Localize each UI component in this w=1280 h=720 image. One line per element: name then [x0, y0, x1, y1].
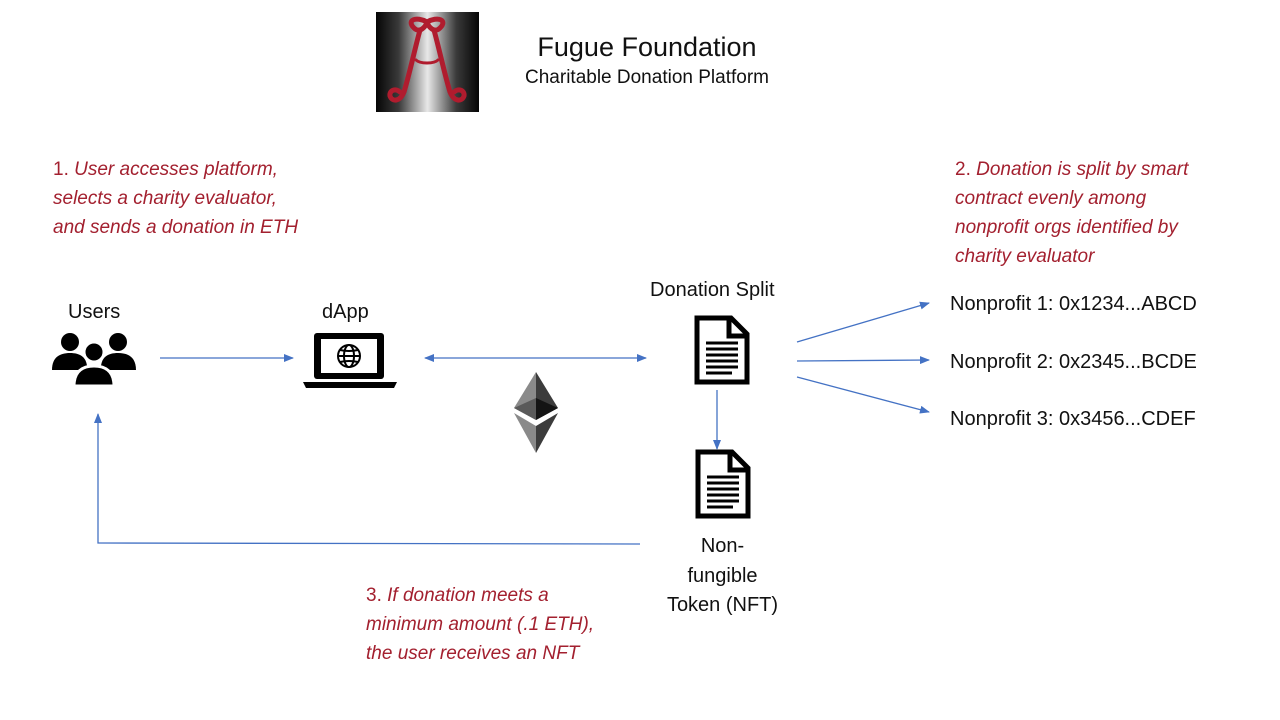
- step-2-line: nonprofit orgs identified by: [955, 217, 1178, 238]
- step-3-annotation: 3. If donation meets a minimum amount (.…: [366, 581, 656, 668]
- dapp-label: dApp: [322, 301, 369, 323]
- step-3-number: 3.: [366, 585, 382, 606]
- ethereum-icon: [514, 372, 558, 453]
- step-2-line: Donation is split by smart: [976, 159, 1189, 180]
- step-3-line: If donation meets a: [387, 585, 549, 606]
- step-1-line: and sends a donation in ETH: [53, 217, 299, 238]
- fugue-logo-icon: [387, 16, 467, 103]
- users-group-icon: [52, 333, 136, 388]
- nft-label-line: Token (NFT): [666, 594, 779, 616]
- arrow-nft-to-users: [94, 413, 641, 545]
- nft-label: Non- fungible Token (NFT): [660, 532, 785, 621]
- step-2-number: 2.: [955, 159, 971, 180]
- document-icon: [694, 315, 750, 385]
- arrow-split-to-nonprofit-1: [796, 301, 930, 343]
- nonprofit-3: Nonprofit 3: 0x3456...CDEF: [950, 408, 1196, 430]
- step-2-line: contract evenly among: [955, 188, 1147, 209]
- document-icon: [695, 449, 751, 519]
- step-2-annotation: 2. Donation is split by smart contract e…: [955, 155, 1255, 271]
- header: Fugue Foundation Charitable Donation Pla…: [497, 30, 797, 91]
- arrow-split-to-nonprofit-3: [796, 376, 930, 414]
- donation-split-label: Donation Split: [650, 279, 775, 301]
- fugue-logo: [376, 12, 479, 112]
- step-1-annotation: 1. User accesses platform, selects a cha…: [53, 155, 363, 242]
- step-3-line: the user receives an NFT: [366, 643, 580, 664]
- nonprofit-1: Nonprofit 1: 0x1234...ABCD: [950, 293, 1197, 315]
- step-2-line: charity evaluator: [955, 246, 1095, 267]
- step-1-line: selects a charity evaluator,: [53, 188, 277, 209]
- page-subtitle: Charitable Donation Platform: [525, 67, 769, 88]
- nft-label-line: Non-: [700, 535, 745, 557]
- nft-label-line: fungible: [687, 564, 758, 587]
- step-1-number: 1.: [53, 159, 69, 180]
- nonprofit-2: Nonprofit 2: 0x2345...BCDE: [950, 351, 1197, 373]
- page-title: Fugue Foundation: [537, 32, 757, 62]
- step-1-line: User accesses platform,: [74, 159, 278, 180]
- arrow-split-to-nonprofit-2: [796, 356, 930, 365]
- laptop-globe-icon: [303, 333, 397, 388]
- step-3-line: minimum amount (.1 ETH),: [366, 614, 595, 635]
- users-label: Users: [68, 301, 121, 323]
